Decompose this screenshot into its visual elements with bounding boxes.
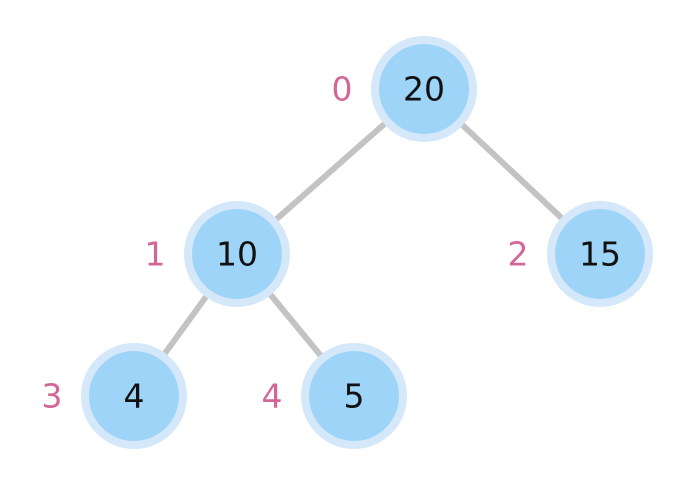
node-index-label: 4 xyxy=(262,377,283,416)
node-index-label: 3 xyxy=(42,377,63,416)
node-value: 5 xyxy=(344,377,365,416)
node-circle xyxy=(192,209,282,299)
node-circle xyxy=(379,44,469,134)
tree-node-1: 10 1 xyxy=(145,201,290,307)
tree-node-2: 15 2 xyxy=(508,201,653,307)
tree-node-0: 20 0 xyxy=(332,36,477,142)
node-index-label: 0 xyxy=(332,70,353,109)
node-value: 10 xyxy=(216,235,258,274)
node-index-label: 2 xyxy=(508,235,529,274)
node-value: 15 xyxy=(579,235,621,274)
tree-node-3: 43 xyxy=(42,343,187,449)
node-circle xyxy=(89,351,179,441)
tree-node-4: 54 xyxy=(262,343,407,449)
node-value: 20 xyxy=(403,70,445,109)
node-circle xyxy=(555,209,645,299)
node-circle xyxy=(309,351,399,441)
node-index-label: 1 xyxy=(145,235,166,274)
node-value: 4 xyxy=(124,377,145,416)
